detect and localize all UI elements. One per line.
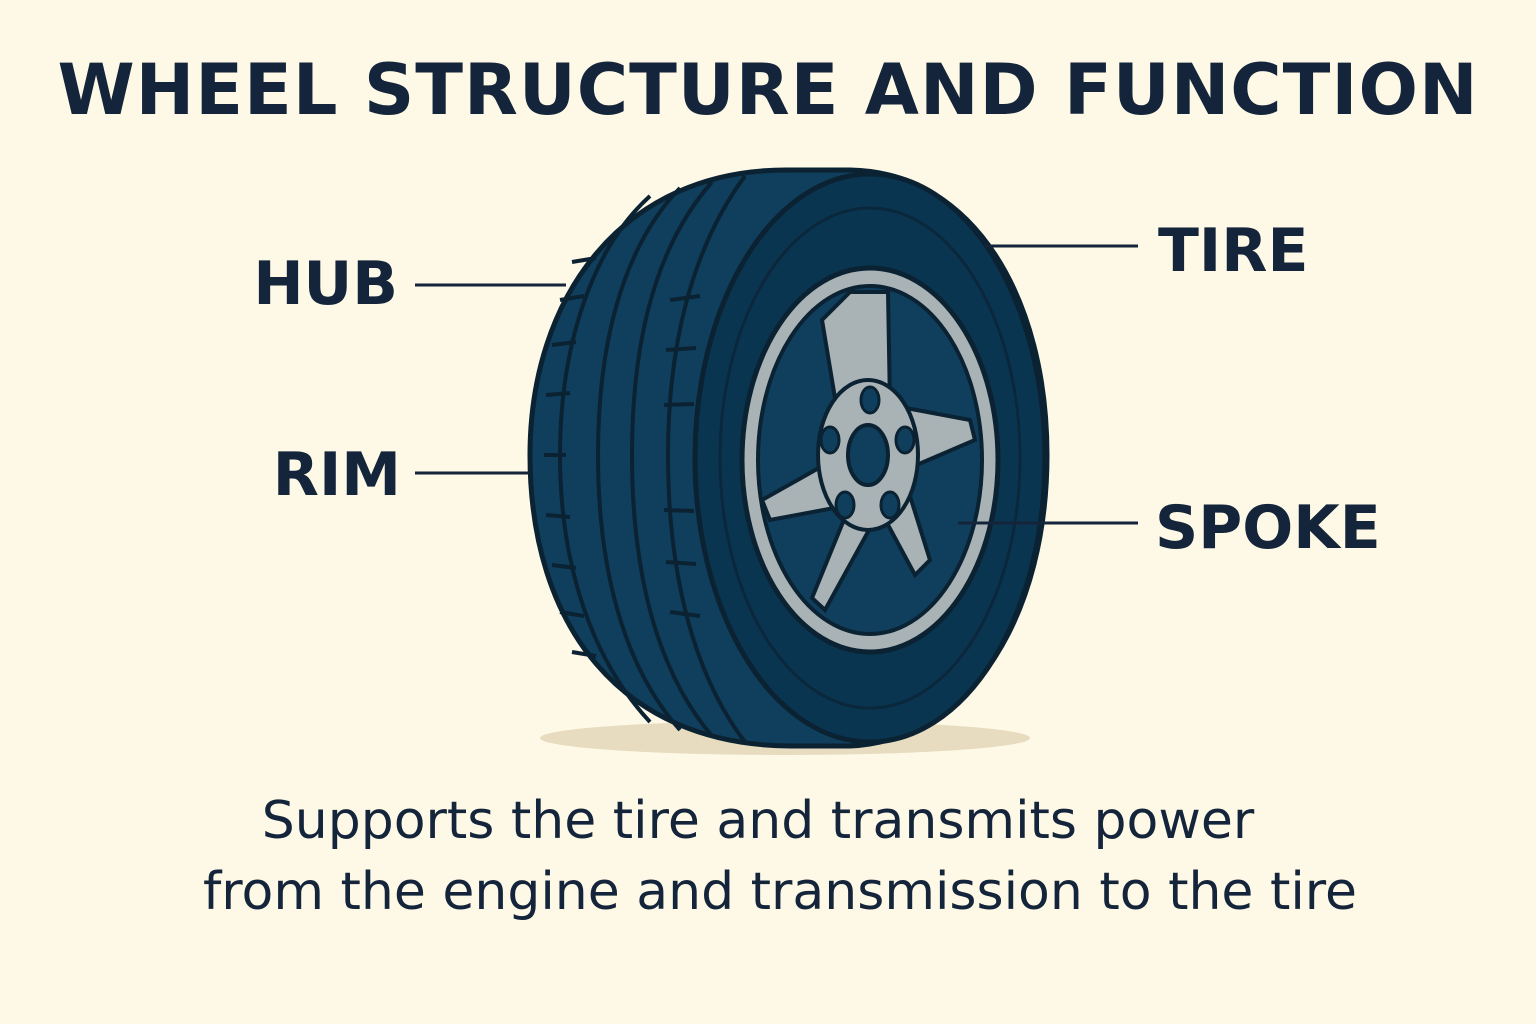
- tread-groove-3: [629, 180, 714, 738]
- spoke-label: SPOKE: [1155, 493, 1381, 563]
- tread-blocks: [544, 256, 701, 658]
- rim-label: RIM: [272, 440, 401, 510]
- lug-nut-3: [879, 490, 901, 520]
- lug-nut-4: [834, 490, 856, 520]
- tire-label: TIRE: [1158, 216, 1309, 286]
- hub-center: [846, 423, 890, 487]
- tread-groove-2: [595, 186, 682, 732]
- caption-line-1: Supports the tire and transmits power: [261, 791, 1255, 851]
- lug-nut-5: [819, 425, 841, 455]
- lug-nut-2: [894, 425, 916, 455]
- page-title: WHEEL STRUCTURE AND FUNCTION: [57, 49, 1479, 131]
- lug-nut-1: [859, 385, 881, 415]
- hub-label: HUB: [253, 249, 398, 319]
- tire-illustration: [527, 167, 1050, 749]
- caption-line-2: from the engine and transmission to the …: [202, 862, 1358, 922]
- tread-groove-4: [665, 174, 747, 744]
- sidewall-inner-line: [718, 206, 1022, 710]
